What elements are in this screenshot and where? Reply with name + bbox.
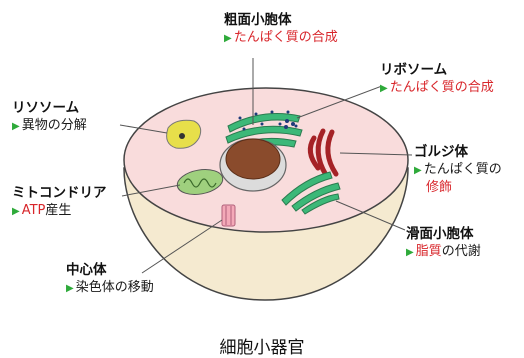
smooth-er-shape <box>281 171 341 215</box>
bullet-arrow-icon: ▶ <box>66 283 74 294</box>
label-mitochondria-desc-red: ATP <box>21 203 46 218</box>
golgi-shape <box>307 128 339 178</box>
label-centrosome-desc: 染色体の移動 <box>75 280 154 295</box>
bullet-arrow-icon: ▶ <box>380 83 388 94</box>
nucleus-inner <box>225 138 281 180</box>
rough-er-ribosome-dots <box>238 110 298 131</box>
diagram-caption: 細胞小器官 <box>219 338 305 358</box>
label-golgi-desc-line1: たんぱく質の <box>423 162 502 177</box>
label-ribosome-name: リボソーム <box>380 62 448 78</box>
bullet-arrow-icon: ▶ <box>12 121 20 132</box>
bullet-arrow-icon: ▶ <box>12 206 20 217</box>
leader-golgi <box>339 152 413 156</box>
label-centrosome: 中心体 ▶染色体の移動 <box>66 262 154 297</box>
bullet-arrow-icon: ▶ <box>414 165 422 176</box>
label-rough-er-name: 粗面小胞体 <box>224 12 292 28</box>
label-mitochondria-name: ミトコンドリア <box>12 185 107 201</box>
bullet-arrow-icon: ▶ <box>406 247 414 258</box>
label-golgi-desc-line2: 修飾 <box>426 180 453 195</box>
leader-ribosome <box>296 85 383 119</box>
label-smooth-er-desc-red: 脂質 <box>415 244 442 259</box>
label-centrosome-name: 中心体 <box>66 262 107 278</box>
label-ribosome-desc: たんぱく質の合成 <box>389 80 494 95</box>
centrosome-shape <box>221 204 236 227</box>
label-ribosome: リボソーム ▶たんぱく質の合成 <box>380 62 494 97</box>
label-golgi-name: ゴルジ体 <box>414 144 468 160</box>
label-lysosome-desc: 異物の分解 <box>21 118 87 133</box>
leader-mitochondria <box>121 184 181 197</box>
bullet-arrow-icon: ▶ <box>224 33 232 44</box>
leader-smooth-er <box>335 200 406 231</box>
label-lysosome: リソソーム ▶異物の分解 <box>12 100 87 135</box>
label-lysosome-name: リソソーム <box>12 100 80 116</box>
label-smooth-er-name: 滑面小胞体 <box>406 226 474 242</box>
label-rough-er-desc: たんぱく質の合成 <box>233 30 338 45</box>
ribosome-dots <box>284 119 295 129</box>
label-mitochondria-desc-rest: 産生 <box>45 203 72 218</box>
label-smooth-er-desc-rest: の代謝 <box>441 244 481 259</box>
label-mitochondria: ミトコンドリア ▶ATP産生 <box>12 185 107 220</box>
label-smooth-er: 滑面小胞体 ▶脂質の代謝 <box>406 226 481 261</box>
leader-lines <box>119 58 413 274</box>
label-rough-er: 粗面小胞体 ▶たんぱく質の合成 <box>224 12 338 47</box>
leader-lysosome <box>119 124 168 134</box>
leader-centrosome <box>141 219 223 274</box>
label-golgi: ゴルジ体 ▶たんぱく質の 修飾 <box>414 144 502 196</box>
